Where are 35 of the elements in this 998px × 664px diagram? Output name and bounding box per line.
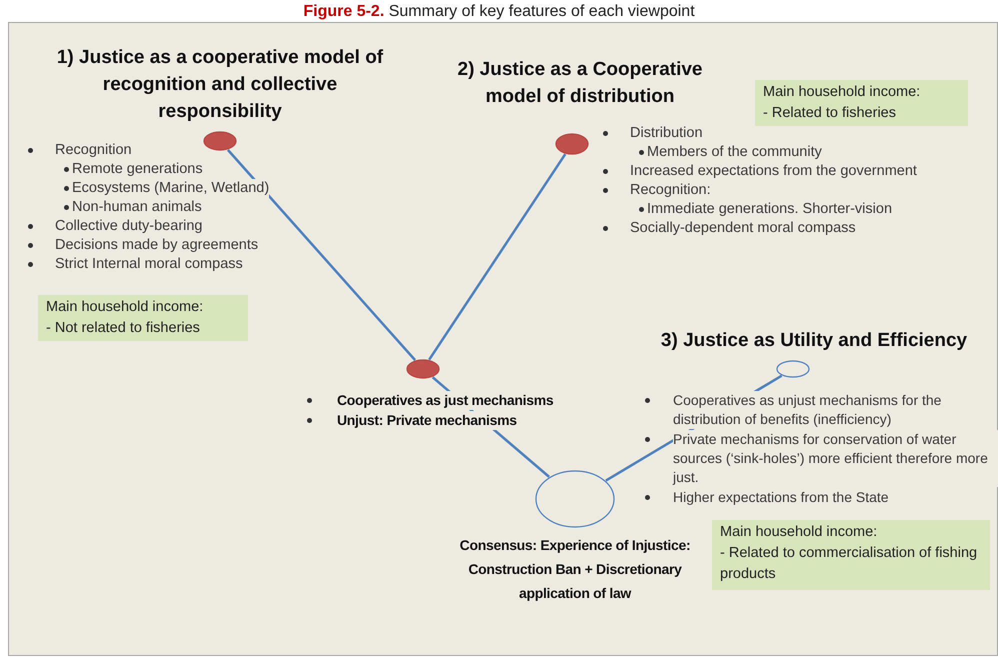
bullet-text: Increased expectations from the government [630,162,917,181]
bullet-text: Unjust: Private mechanisms [337,411,517,430]
filled-ellipse [406,359,440,379]
bullet-text: Immediate generations. Shorter-vision [647,200,892,219]
income-note-text: Main household income: [46,298,204,317]
connector-line [226,149,416,361]
income-note-text: Main household income: [763,83,922,102]
viewpoint-heading: 3) Justice as Utility and Efficiency [660,330,968,351]
income-note-text: - Not related to fisheries [46,319,201,338]
bullet-text: Collective duty-bearing [55,217,202,236]
income-note-box [712,520,990,590]
bullet-text: Recognition [55,141,132,160]
hollow-ellipse [776,360,810,378]
viewpoint-heading: 1) Justice as a cooperative model of recognition and collective responsibility [56,47,384,122]
bullet-text: Strict Internal moral compass [55,255,243,274]
viewpoint-heading: 2) Justice as a Cooperative model of distribution [458,59,702,107]
bullet-text: Members of the community [647,143,822,162]
income-note-text: - Related to fisheries [763,104,897,123]
bullet-text: Recognition: [630,181,711,200]
bullet-text: Cooperatives as just mechanisms [337,391,554,410]
filled-ellipse [555,133,589,155]
income-note-box [38,295,248,341]
income-note-text: Main household income: [720,523,878,542]
connector-line [428,153,566,360]
hollow-ellipse [535,470,615,528]
income-note-text: - Related to commercialisation of fishing products [720,544,978,584]
income-note-box [755,80,968,126]
figure-title: Figure 5-2. Summary of key features of each viewpoint [303,3,695,20]
bullet-text: Remote generations [72,160,203,179]
bullet-text: Decisions made by agreements [55,236,258,255]
consensus-caption: Consensus: Experience of Injustice: Construction Ban + Discretionary application of law [460,537,690,601]
bullet-text: Private mechanisms for conservation of water sources (‘sink-holes’) more efficient therefore more just. [673,430,998,487]
bullet-text: Socially-dependent moral compass [630,219,856,238]
bullet-text: Ecosystems (Marine, Wetland) [72,179,270,198]
filled-ellipse [203,131,237,151]
